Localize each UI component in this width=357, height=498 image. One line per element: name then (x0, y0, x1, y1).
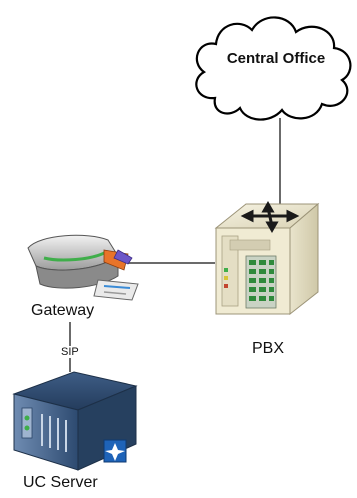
sip-link-label: SIP (60, 346, 80, 358)
gateway-label: Gateway (31, 302, 95, 319)
central-office-cloud-icon (195, 16, 352, 121)
central-office-label: Central Office (226, 50, 326, 67)
gateway-icon (27, 234, 139, 301)
uc-server-label: UC Server (23, 474, 98, 491)
pbx-icon (214, 200, 320, 316)
pbx-label: PBX (252, 340, 285, 357)
uc-server-icon (12, 371, 138, 471)
